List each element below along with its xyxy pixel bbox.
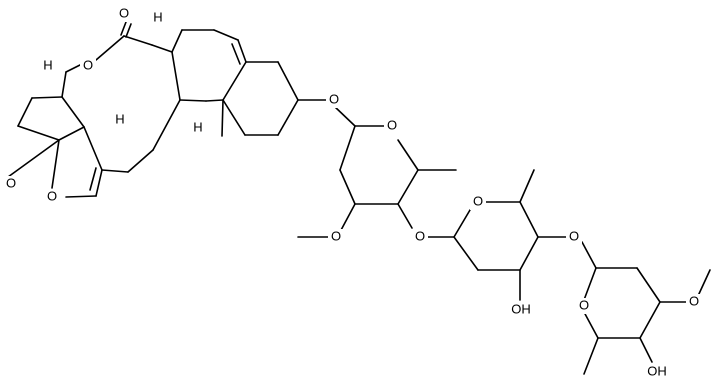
- glycosidic-oxygen-label: O: [569, 228, 579, 243]
- carbonyl-oxygen-label: O: [119, 5, 129, 20]
- ring-oxygen-label: O: [387, 117, 397, 132]
- hydrogen-label: H: [115, 111, 124, 126]
- hydrogen-label: H: [193, 119, 202, 134]
- bond-lines: [7, 21, 711, 375]
- ring-oxygen-label: O: [473, 193, 483, 208]
- glycosidic-oxygen-label: O: [415, 228, 425, 243]
- hydroxyl-label: OH: [511, 301, 531, 316]
- lactone-oxygen-label: O: [83, 57, 93, 72]
- methoxy-oxygen-label: O: [689, 293, 699, 308]
- ring-oxygen-label: O: [579, 297, 589, 312]
- hydrogen-label: H: [43, 57, 52, 72]
- thf-oxygen-label: O: [6, 175, 16, 190]
- hydroxyl-label: OH: [647, 363, 667, 378]
- furan-oxygen-label: O: [47, 188, 57, 203]
- hydrogen-label: H: [153, 9, 162, 24]
- glycosidic-oxygen-label: O: [329, 91, 339, 106]
- atom-labels: O O O O H H H H O O O O O OH O O O OH: [3, 5, 702, 380]
- methoxy-oxygen-label: O: [331, 228, 341, 243]
